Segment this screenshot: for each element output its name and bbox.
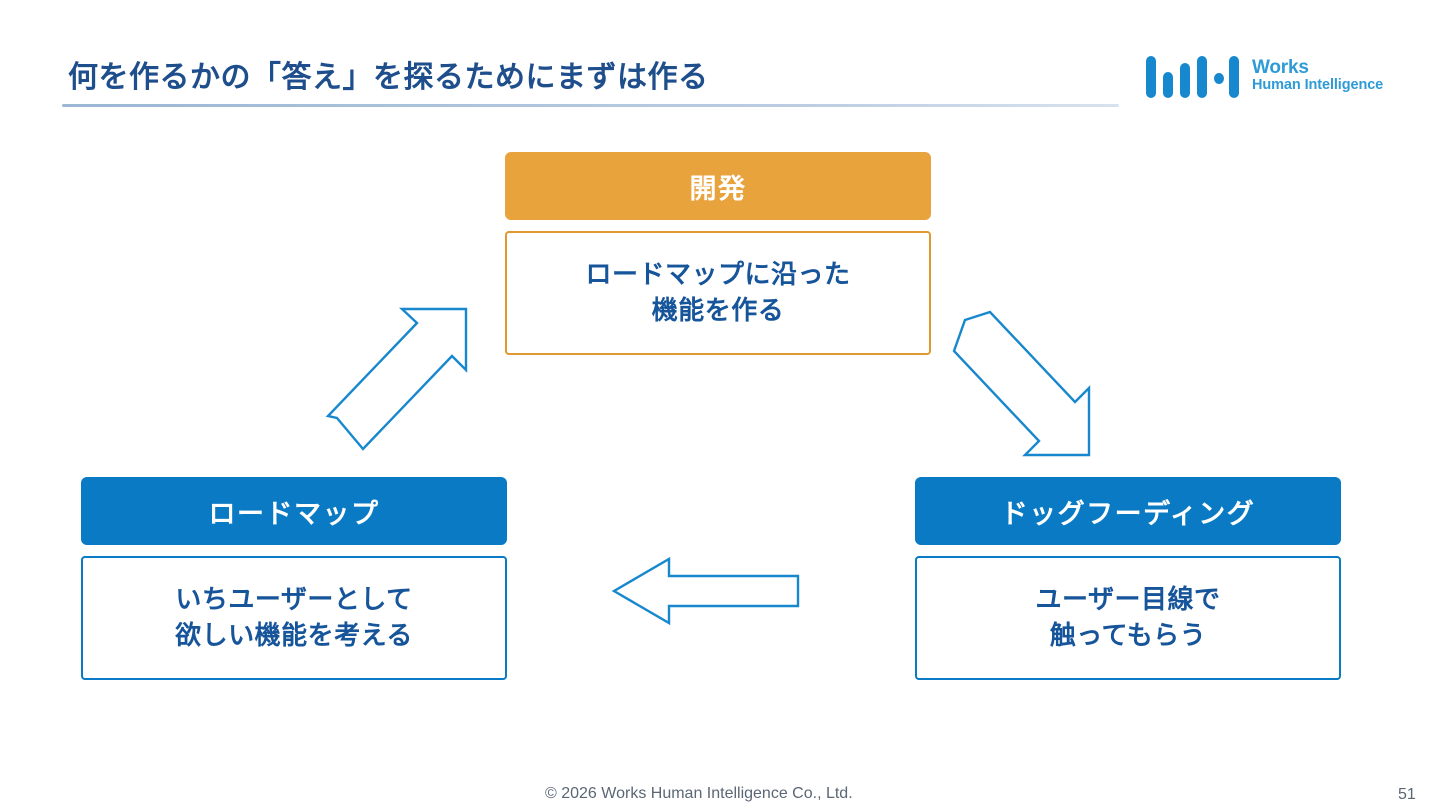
arrow-up-right-icon <box>325 307 468 451</box>
cycle-node-roadmap-header: ロードマップ <box>81 477 507 545</box>
logo-human-intelligence-text: Human Intelligence <box>1252 76 1384 93</box>
footer-copyright: © 2026 Works Human Intelligence Co., Ltd… <box>545 785 853 802</box>
arrow-down-right-icon <box>952 310 1091 457</box>
cycle-node-dogfooding-body: ユーザー目線で 触ってもらう <box>915 556 1341 680</box>
cycle-node-develop: 開発 ロードマップに沿った 機能を作る <box>505 152 931 355</box>
cycle-node-develop-body-line2: 機能を作る <box>651 295 785 325</box>
logo-bars-icon <box>1146 56 1246 98</box>
cycle-node-develop-body-line1: ロードマップに沿った <box>585 259 851 290</box>
cycle-node-dogfooding: ドッグフーディング ユーザー目線で 触ってもらう <box>915 477 1341 680</box>
cycle-node-roadmap-body-line2: 欲しい機能を考える <box>175 620 413 650</box>
arrow-left-icon <box>611 556 800 626</box>
cycle-node-roadmap-body: いちユーザーとして 欲しい機能を考える <box>81 556 507 680</box>
page-number: 51 <box>1398 786 1416 803</box>
logo-wordmark: Works Human Intelligence <box>1252 58 1383 93</box>
cycle-node-roadmap: ロードマップ いちユーザーとして 欲しい機能を考える <box>81 477 507 680</box>
cycle-node-dogfooding-body-line1: ユーザー目線で <box>1035 584 1221 615</box>
cycle-node-dogfooding-header: ドッグフーディング <box>915 477 1341 545</box>
cycle-node-develop-header: 開発 <box>505 152 931 220</box>
title-divider <box>62 104 1119 107</box>
cycle-node-roadmap-body-line1: いちユーザーとして <box>175 584 413 615</box>
page-title: 何を作るかの「答え」を探るためにまずは作る <box>68 61 709 94</box>
cycle-node-develop-body: ロードマップに沿った 機能を作る <box>505 231 931 355</box>
logo-works-text: Works <box>1252 57 1309 78</box>
cycle-node-dogfooding-body-line2: 触ってもらう <box>1049 620 1207 650</box>
works-human-intelligence-logo: Works Human Intelligence <box>1146 56 1392 102</box>
